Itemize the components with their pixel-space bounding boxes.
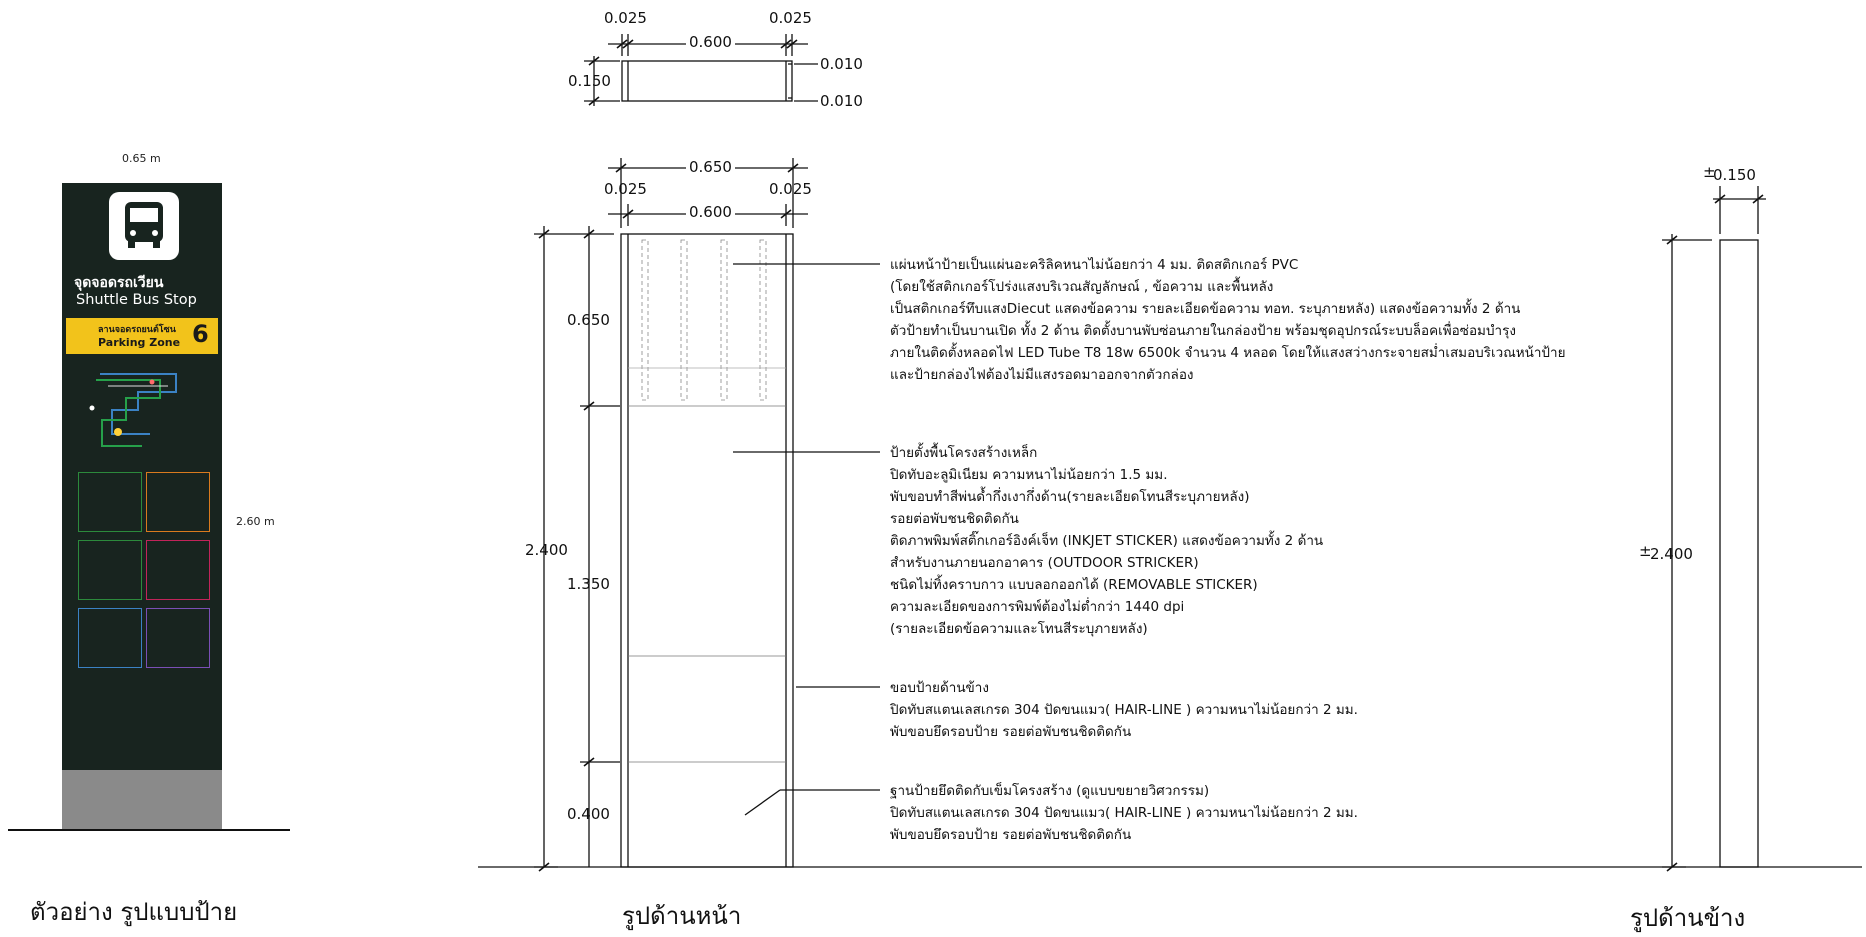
zone-label-th: ลานจอดรถยนต์โซน [98, 325, 176, 335]
note-line: ติดภาพพิมพ์สติ๊กเกอร์อิงค์เจ็ท (INKJET S… [890, 533, 1324, 549]
parking-zone-band [66, 318, 218, 354]
note-line: ป้ายตั้งพื้นโครงสร้างเหล็ก [890, 445, 1038, 461]
note-line: (โดยใช้สติกเกอร์โปร่งแสงบริเวณสัญลักษณ์ … [890, 279, 1274, 295]
dim-front-left-edge: 0.025 [604, 180, 647, 198]
note-line: พับขอบยึดรอบป้าย รอยต่อพับชนชิดติดกัน [890, 827, 1132, 843]
note-line: ความละเอียดของการพิมพ์ต้องไม่ต่ำกว่า 144… [890, 599, 1185, 615]
dim-front-overall-width: 0.650 [686, 158, 735, 176]
caption-front: รูปด้านหน้า [622, 902, 742, 930]
sign-height-label: 2.60 m [236, 515, 275, 528]
sign-info-panel [78, 472, 142, 532]
caption-sample: ตัวอย่าง รูปแบบป้าย [30, 898, 238, 926]
dim-front-right-edge: 0.025 [769, 180, 812, 198]
note-line: เป็นสติกเกอร์ทึบแสงDiecut แสดงข้อความ รา… [890, 301, 1521, 317]
sign-preview-body [62, 183, 222, 830]
bus-icon [109, 192, 179, 260]
caption-side: รูปด้านข้าง [1630, 904, 1746, 932]
dim-top-right-edge: 0.025 [769, 9, 812, 27]
note-line: พับขอบทำสีพ่นด้ำกึ่งเงากึ่งด้าน(รายละเอี… [890, 489, 1250, 505]
sign-info-panel [146, 472, 210, 532]
note-line: สำหรับงานภายนอกอาคาร (OUTDOOR STRICKER) [890, 555, 1199, 571]
note-line: ปิดทับอะลูมิเนียม ความหนาไม่น้อยกว่า 1.5… [890, 467, 1168, 483]
note-edge: ขอบป้ายด้านข้าง ปิดทับสแตนเลสเกรด 304 ปั… [890, 677, 1358, 743]
dim-top-thk-top: 0.010 [820, 55, 863, 73]
sign-info-panel [78, 540, 142, 600]
note-line: ตัวป้ายทำเป็นบานเปิด ทั้ง 2 ด้าน ติดตั้ง… [890, 323, 1516, 339]
note-line: ชนิดไม่ทิ้งคราบกาว แบบลอกออกได้ (REMOVAB… [890, 577, 1258, 593]
note-line: ฐานป้ายยึดติดกับเข็มโครงสร้าง (ดูแบบขยาย… [890, 783, 1210, 799]
sign-width-label: 0.65 m [122, 152, 161, 165]
dim-top-left-edge: 0.025 [604, 9, 647, 27]
note-line: ขอบป้ายด้านข้าง [890, 680, 989, 696]
sign-info-panel [146, 540, 210, 600]
note-line: พับขอบยึดรอบป้าย รอยต่อพับชนชิดติดกัน [890, 724, 1132, 740]
dim-front-height-face: 0.650 [567, 311, 610, 329]
note-face: แผ่นหน้าป้ายเป็นแผ่นอะคริลิคหนาไม่น้อยกว… [890, 254, 1566, 386]
dim-side-plusminus-top: ± [1703, 163, 1716, 181]
dim-side-plusminus: ± [1639, 542, 1652, 560]
dim-top-thk-bottom: 0.010 [820, 92, 863, 110]
note-line: (รายละเอียดข้อความและโทนสีระบุภายหลัง) [890, 621, 1148, 637]
note-line: และป้ายกล่องไฟต้องไม่มีแสงรอดมาออกจากตัว… [890, 367, 1194, 383]
sign-info-panel [78, 608, 142, 668]
dim-top-width: 0.600 [686, 33, 735, 51]
note-body: ป้ายตั้งพื้นโครงสร้างเหล็ก ปิดทับอะลูมิเ… [890, 442, 1323, 640]
dim-front-height-total: 2.400 [525, 541, 568, 559]
sign-title-th: จุดจอดรถเวียน [74, 275, 164, 291]
note-line: ภายในติดตั้งหลอดไฟ LED Tube T8 18w 6500k… [890, 345, 1566, 361]
dim-side-depth: 0.150 [1713, 166, 1756, 184]
sign-info-panel [146, 608, 210, 668]
dim-front-height-base: 0.400 [567, 805, 610, 823]
sign-title-en: Shuttle Bus Stop [76, 292, 197, 308]
dim-top-depth: 0.150 [568, 72, 611, 90]
dim-side-height: 2.400 [1650, 545, 1693, 563]
note-line: แผ่นหน้าป้ายเป็นแผ่นอะคริลิคหนาไม่น้อยกว… [890, 257, 1299, 273]
zone-number: 6 [192, 320, 209, 348]
sign-preview-base [62, 770, 222, 830]
zone-label-en: Parking Zone [98, 336, 181, 349]
note-base: ฐานป้ายยึดติดกับเข็มโครงสร้าง (ดูแบบขยาย… [890, 780, 1358, 846]
note-line: รอยต่อพับชนชิดติดกัน [890, 511, 1019, 527]
note-line: ปิดทับสแตนเลสเกรด 304 ปัดขนแมว( HAIR-LIN… [890, 702, 1358, 718]
note-line: ปิดทับสแตนเลสเกรด 304 ปัดขนแมว( HAIR-LIN… [890, 805, 1358, 821]
dim-front-inner-width: 0.600 [686, 203, 735, 221]
dim-front-height-body: 1.350 [567, 575, 610, 593]
